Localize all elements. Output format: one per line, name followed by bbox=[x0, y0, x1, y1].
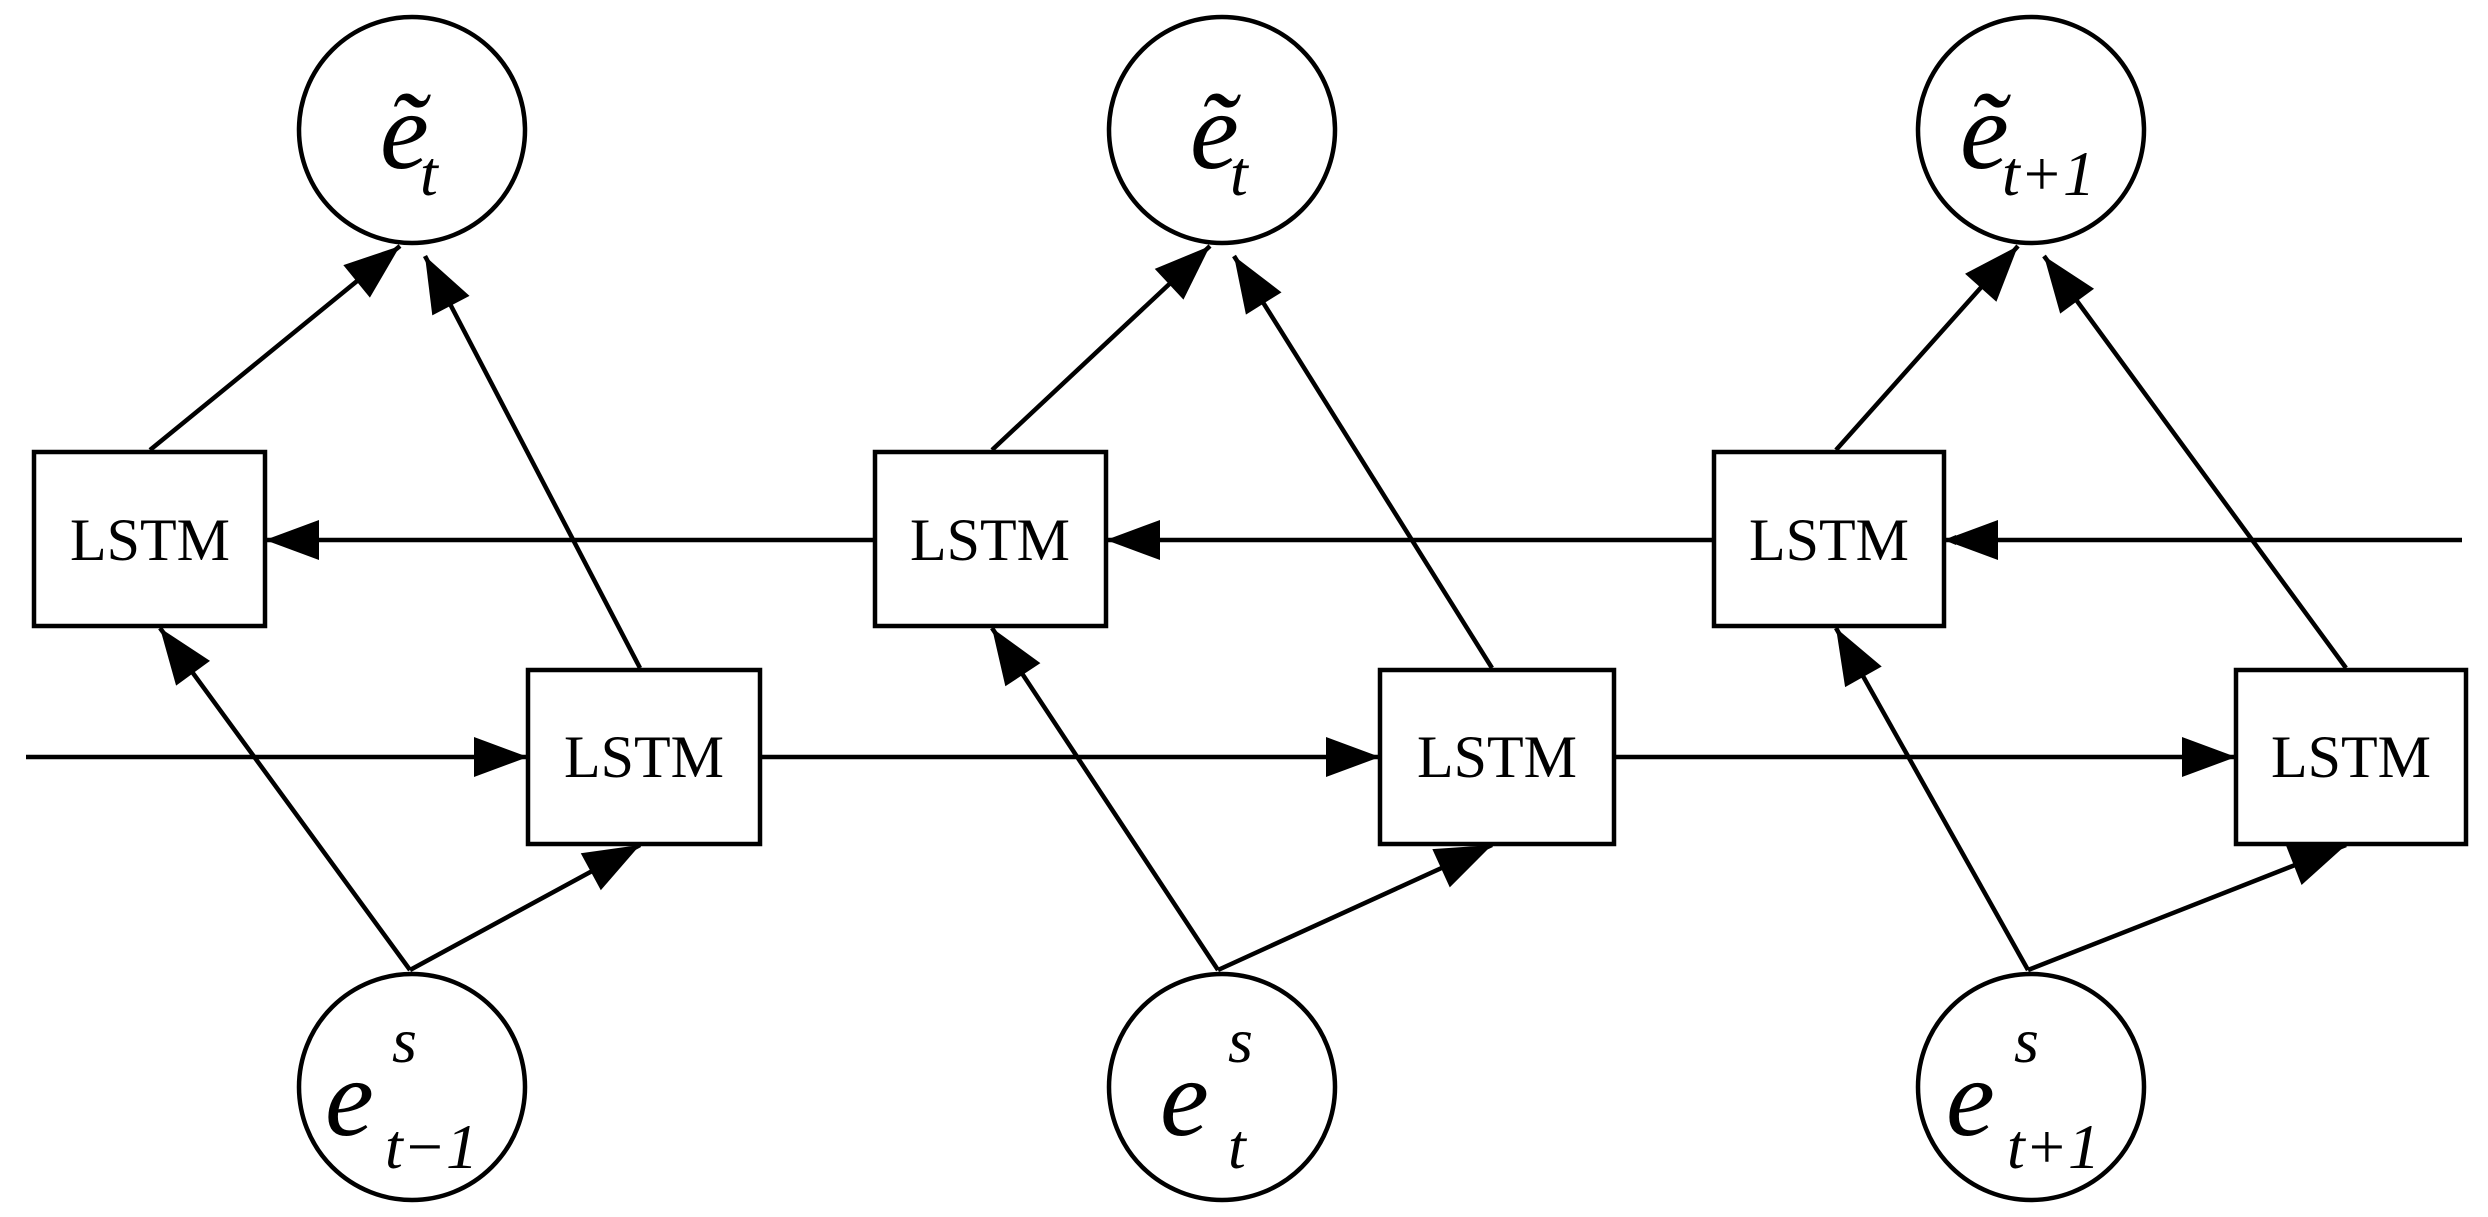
input-2-sub: t bbox=[1228, 1111, 1248, 1182]
arrowhead-diagonal bbox=[1836, 628, 1882, 688]
fwd3-to-out3 bbox=[2042, 254, 2348, 670]
arrowhead-diagonal bbox=[1965, 246, 2018, 302]
fwd2-to-out2 bbox=[1232, 254, 1494, 670]
connections bbox=[148, 244, 2348, 973]
arrowhead-diagonal bbox=[160, 628, 211, 686]
lstm-label: LSTM bbox=[1749, 507, 1909, 573]
backward-lstm-cells: LSTM LSTM LSTM bbox=[31, 449, 1947, 629]
in2-to-bwd2 bbox=[990, 626, 1220, 972]
input-1-sup: s bbox=[392, 1005, 417, 1076]
arrowhead-diagonal bbox=[2044, 256, 2095, 314]
input-node-3 bbox=[1915, 971, 2147, 1203]
in3-to-fwd3 bbox=[2027, 842, 2347, 973]
arrowhead-diagonal bbox=[580, 845, 640, 891]
arrowhead-diagonal bbox=[992, 628, 1041, 687]
lstm-box-bwd-3 bbox=[1711, 449, 1947, 629]
input-nodes: e s t−1 e s t e s t+1 bbox=[296, 971, 2147, 1203]
fwd1-to-out1 bbox=[423, 254, 642, 670]
diagonal-arrowheads bbox=[160, 246, 2346, 891]
input-2-base: e bbox=[1160, 1037, 1209, 1159]
input-3-base: e bbox=[1946, 1037, 1995, 1159]
lstm-box-fwd-3 bbox=[2233, 667, 2469, 847]
input-node-2 bbox=[1106, 971, 1338, 1203]
lstm-label: LSTM bbox=[564, 724, 724, 790]
output-node-2 bbox=[1106, 14, 1338, 246]
output-2-base: ẽ bbox=[1190, 70, 1241, 192]
arrowhead-fwd-in bbox=[474, 737, 528, 777]
output-1-sub: t bbox=[420, 138, 440, 209]
in3-to-bwd3 bbox=[1834, 626, 2030, 972]
arrowhead-diagonal bbox=[1432, 845, 1492, 888]
arrowhead-diagonal bbox=[1154, 246, 1210, 300]
output-node-1 bbox=[296, 14, 528, 246]
lstm-label: LSTM bbox=[2271, 724, 2431, 790]
output-3-sub: t+1 bbox=[2002, 138, 2095, 209]
input-3-sup: s bbox=[2014, 1005, 2039, 1076]
arrowhead-diagonal bbox=[1234, 256, 1282, 315]
lstm-label: LSTM bbox=[1417, 724, 1577, 790]
lstm-box-fwd-2 bbox=[1377, 667, 1617, 847]
arrowheads bbox=[265, 520, 2236, 777]
output-3-base: ẽ bbox=[1960, 70, 2011, 192]
lstm-box-fwd-1 bbox=[525, 667, 763, 847]
arrowhead-bwd-in bbox=[1944, 520, 1998, 560]
lstm-label: LSTM bbox=[70, 507, 230, 573]
input-node-1 bbox=[296, 971, 528, 1203]
arrowhead-fwd-2-3 bbox=[2182, 737, 2236, 777]
lstm-box-bwd-2 bbox=[872, 449, 1109, 629]
lstm-box-bwd-1 bbox=[31, 449, 268, 629]
arrowhead-diagonal bbox=[343, 246, 400, 298]
arrowhead-bwd-2-1 bbox=[1106, 520, 1160, 560]
output-2-sub: t bbox=[1230, 138, 1250, 209]
output-nodes: ẽ t ẽ t ẽ t+1 bbox=[296, 14, 2147, 246]
lstm-label: LSTM bbox=[910, 507, 1070, 573]
arrowhead-diagonal bbox=[2286, 845, 2346, 886]
input-2-sup: s bbox=[1228, 1005, 1253, 1076]
input-1-base: e bbox=[325, 1037, 374, 1159]
forward-lstm-cells: LSTM LSTM LSTM bbox=[525, 667, 2469, 847]
output-1-base: ẽ bbox=[380, 70, 431, 192]
arrowhead-fwd-1-2 bbox=[1326, 737, 1380, 777]
output-node-3 bbox=[1915, 14, 2147, 246]
in1-to-bwd1 bbox=[158, 626, 412, 972]
arrowhead-bwd-1-0 bbox=[265, 520, 319, 560]
arrowhead-diagonal bbox=[425, 256, 470, 316]
input-3-sub: t+1 bbox=[2007, 1111, 2100, 1182]
input-1-sub: t−1 bbox=[385, 1111, 478, 1182]
